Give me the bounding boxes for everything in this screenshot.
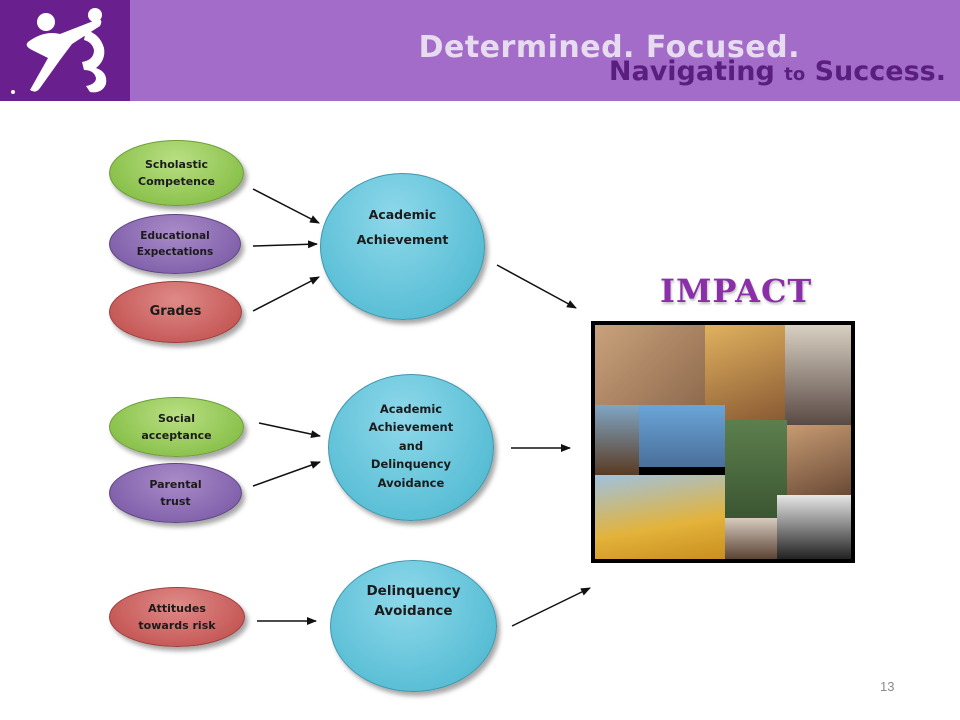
outcome-academic-achievement: Academic Achievement — [320, 173, 485, 320]
input-social-acceptance: Social acceptance — [109, 397, 244, 457]
input-scholastic-competence: Scholastic Competence — [109, 140, 244, 206]
input-parental-trust: Parental trust — [109, 463, 242, 523]
arrow-parental-to-combined — [252, 461, 321, 487]
photo-tile — [725, 420, 787, 518]
photo-tile — [595, 475, 725, 559]
input-attitudes-towards-risk: Attitudes towards risk — [109, 587, 245, 647]
tagline-to: to — [784, 64, 806, 85]
photo-tile — [787, 425, 851, 495]
photo-tile — [595, 325, 705, 405]
arrow-social-to-combined — [258, 422, 321, 439]
photo-tile — [595, 405, 639, 475]
input-grades: Grades — [109, 281, 242, 343]
impact-title: IMPACT — [660, 272, 813, 310]
header-banner: Determined. Focused. Navigating to Succe… — [0, 0, 960, 101]
tagline-success: Success. — [814, 56, 946, 87]
photo-tile — [777, 495, 851, 559]
page-number: 13 — [880, 679, 895, 694]
photo-tile — [785, 325, 851, 425]
arrow-grades-to-academic — [252, 276, 320, 312]
photo-tile — [705, 325, 785, 420]
impact-photo-collage — [591, 321, 855, 563]
photo-tile — [639, 405, 725, 467]
arrow-scholastic-to-academic — [252, 188, 320, 224]
tagline-line2: Navigating to Success. — [609, 56, 946, 87]
arrow-delinquency-to-impact — [511, 587, 591, 627]
outcome-academic-and-delinquency: Academic Achievement and Delinquency Avo… — [328, 374, 494, 521]
tagline-navigating: Navigating — [608, 56, 775, 87]
outcome-delinquency-avoidance: Delinquency Avoidance — [330, 560, 497, 692]
arrow-expectations-to-academic — [252, 240, 318, 249]
logo-figures-icon — [11, 8, 107, 94]
logo — [0, 0, 130, 101]
arrow-academic-to-impact — [496, 264, 577, 309]
input-educational-expectations: Educational Expectations — [109, 214, 241, 274]
photo-tile — [725, 518, 777, 559]
tagline-line1: Determined. Focused. — [418, 30, 800, 65]
